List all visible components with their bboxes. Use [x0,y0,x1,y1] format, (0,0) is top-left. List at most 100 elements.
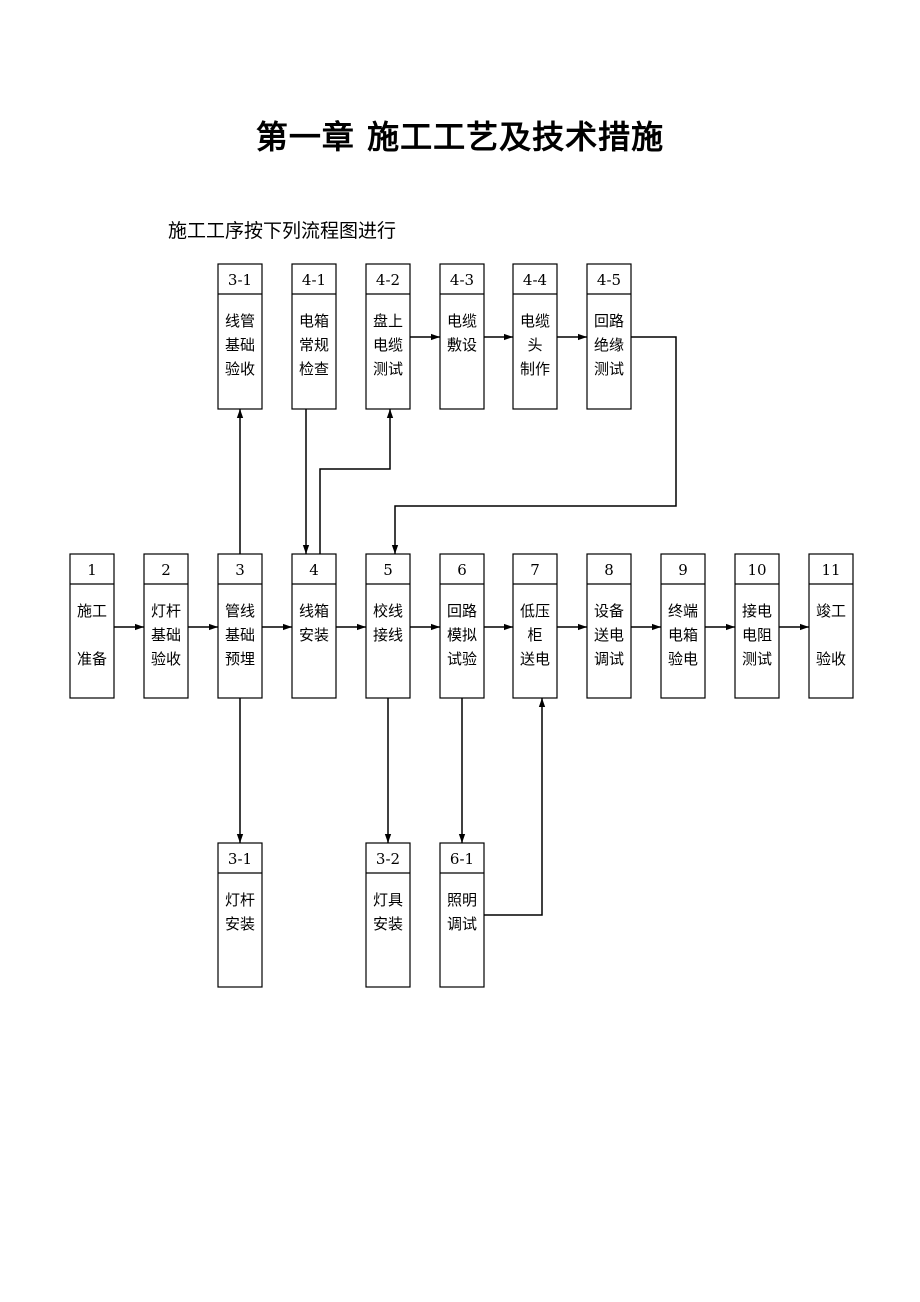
box-label-line: 灯具 [373,891,403,909]
box-label-line: 调试 [447,915,477,933]
box-label-line: 验电 [668,650,698,668]
box-label-line: 接线 [373,626,403,644]
box-label-line: 电缆 [373,336,403,354]
box-frame [439,553,485,699]
box-label-line: 验收 [151,650,181,668]
box-number: 3-1 [228,850,252,868]
box-label-line: 头 [527,336,542,354]
box-frame [365,263,411,410]
box-number: 5 [383,561,393,579]
box-frame [512,553,558,699]
box-number: 4-1 [302,271,326,289]
box-label-line: 灯杆 [151,602,181,620]
box-label-line: 低压 [520,602,550,620]
box-frame [439,263,485,410]
box-label-line: 回路 [594,312,624,330]
box-frame [439,842,485,988]
box-label-line: 管线 [225,602,255,620]
box-label-line: 竣工 [816,602,846,620]
page-title: 第一章 施工工艺及技术措施 [255,118,665,156]
box-number: 3-1 [228,271,252,289]
box-frame [217,842,263,988]
box-number: 7 [530,561,540,579]
box-number: 2 [161,561,171,579]
box-label-line: 电箱 [299,312,329,330]
box-label-line: 回路 [447,602,477,620]
box-label-line: 送电 [594,626,624,644]
arrow-4-to-4-2 [319,409,394,554]
box-label-line: 检查 [299,360,329,378]
box-number: 3 [235,561,245,579]
box-number: 1 [87,561,97,579]
box-label-line: 施工 [77,602,107,620]
box-frame [217,553,263,699]
box-label-line: 敷设 [447,336,477,354]
box-label-line: 安装 [373,915,403,933]
box-label-line: 测试 [373,360,403,378]
box-number: 10 [747,561,766,579]
box-label-line: 基础 [225,336,255,354]
box-label-line: 电缆 [520,312,550,330]
box-label-line: 接电 [742,602,772,620]
box-label-line: 测试 [742,650,772,668]
box-frame [291,553,337,699]
box-label-line: 绝缘 [594,336,624,354]
box-frame [217,263,263,410]
box-frame [143,553,189,699]
box-frame [586,263,632,410]
box-number: 6 [457,561,467,579]
box-label-line: 电缆 [447,312,477,330]
box-label-line: 模拟 [447,626,477,644]
box-label-line: 验收 [816,650,846,668]
box-frame [586,553,632,699]
box-label-line: 盘上 [373,312,403,330]
arrow-6-1-to-7 [484,698,546,916]
box-label-line: 预埋 [225,650,255,668]
box-frame [660,553,706,699]
box-label-line: 制作 [520,360,550,378]
box-frame [291,263,337,410]
box-label-line: 校线 [373,602,403,620]
box-frame [365,553,411,699]
box-label-line: 线箱 [299,602,329,620]
box-label-line: 设备 [594,602,624,620]
box-number: 4 [309,561,319,579]
box-label-line: 安装 [299,626,329,644]
box-label-line: 电箱 [668,626,698,644]
box-label-line: 常规 [299,336,329,354]
box-label-line: 试验 [447,650,477,668]
box-number: 9 [678,561,688,579]
box-label-line: 照明 [447,891,477,909]
box-label-line: 终端 [668,602,698,620]
intro-text: 施工工序按下列流程图进行 [168,220,397,242]
box-number: 6-1 [450,850,474,868]
box-label-line: 线管 [225,312,255,330]
arrow-4-5-to-5 [391,336,677,554]
box-frame [365,842,411,988]
box-label-line: 基础 [225,626,255,644]
box-label-line: 柜 [527,626,542,644]
box-frame [512,263,558,410]
box-label-line: 测试 [594,360,624,378]
box-label-line: 送电 [520,650,550,668]
box-frame [69,553,115,699]
box-number: 4-2 [376,271,400,289]
box-number: 4-4 [523,271,547,289]
